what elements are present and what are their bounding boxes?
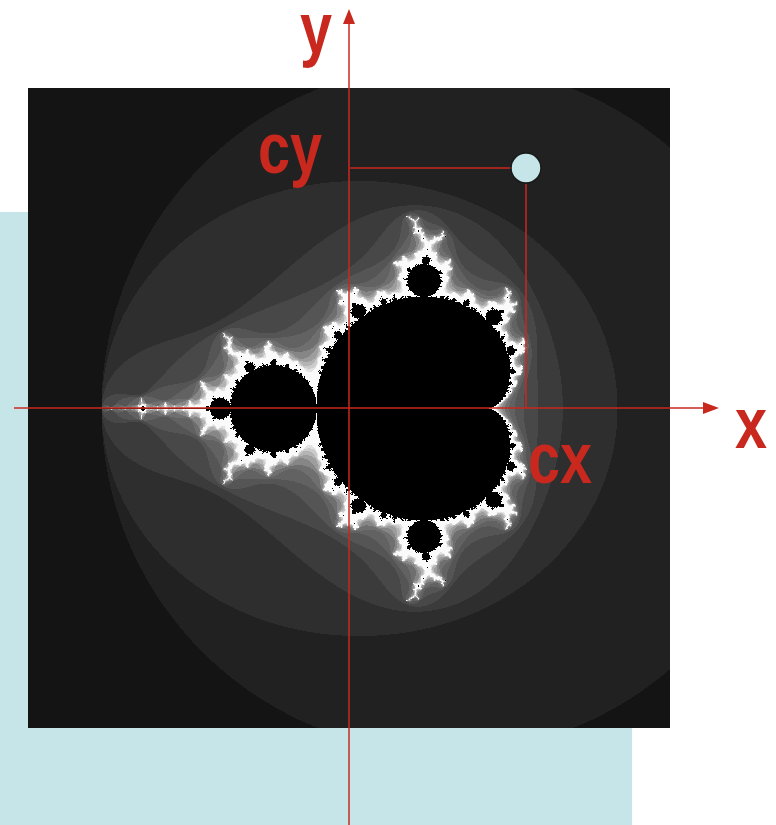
coordinate-label: cy [258, 112, 322, 184]
x-axis-arrow [703, 402, 719, 414]
axis-label: x [735, 387, 767, 459]
cx-guide-line [525, 184, 527, 408]
y-axis-arrow [343, 9, 355, 24]
y-axis [348, 22, 350, 825]
coordinate-label: cx [528, 422, 592, 494]
cy-guide-line [350, 167, 511, 169]
point-c [511, 153, 541, 183]
x-axis [14, 407, 706, 409]
axis-label: y [300, 0, 332, 64]
